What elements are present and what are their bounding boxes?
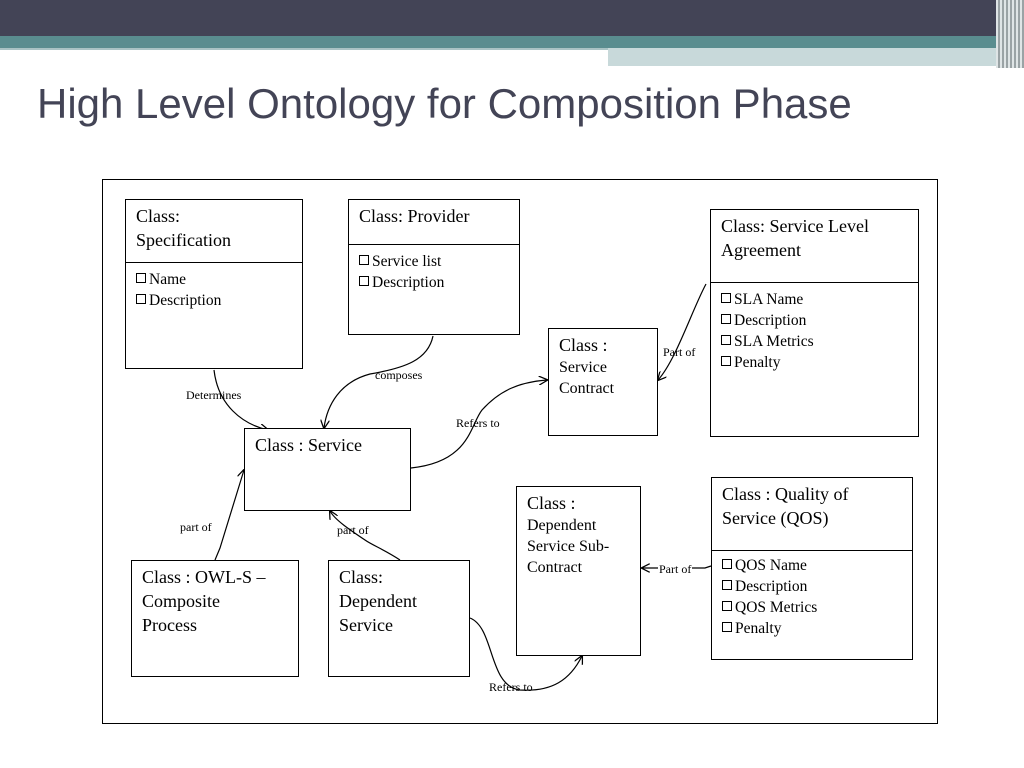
class-box-specification: Class: Specification Name Description bbox=[125, 199, 303, 369]
label-refers-to-bottom: Refers to bbox=[489, 680, 533, 694]
class-box-service: Class : Service bbox=[244, 428, 411, 511]
class-box-dependent-service-sub-contract: Class : Dependent Service Sub- Contract bbox=[516, 486, 641, 656]
class-title: Class : bbox=[559, 335, 608, 355]
class-box-owl-s-composite-process: Class : OWL-S – Composite Process bbox=[131, 560, 299, 677]
attribute-list: SLA Name Description SLA Metrics Penalty bbox=[711, 283, 918, 373]
header-bar-line bbox=[0, 48, 608, 50]
attribute-item: QOS Metrics bbox=[722, 597, 912, 618]
attribute-item: Name bbox=[136, 269, 302, 290]
class-title: Class: Dependent Service bbox=[339, 567, 417, 635]
attribute-item: Service list bbox=[359, 251, 519, 272]
box-divider bbox=[126, 262, 302, 263]
attribute-item: Description bbox=[359, 272, 519, 293]
class-box-service-contract: Class : Service Contract bbox=[548, 328, 658, 436]
header-bar-light bbox=[608, 48, 1008, 66]
class-box-dependent-service: Class: Dependent Service bbox=[328, 560, 470, 677]
header-bar-dark bbox=[0, 0, 1024, 36]
class-title: Class : Quality of Service (QOS) bbox=[722, 484, 849, 528]
label-part-of-sla: Part of bbox=[663, 345, 696, 359]
attribute-list: QOS Name Description QOS Metrics Penalty bbox=[712, 551, 912, 639]
attribute-item: Penalty bbox=[722, 618, 912, 639]
attribute-list: Service list Description bbox=[349, 245, 519, 293]
label-composes: composes bbox=[375, 368, 423, 382]
attribute-item: Penalty bbox=[721, 352, 918, 373]
header-bar-teal bbox=[0, 36, 1024, 48]
header-stripes bbox=[996, 0, 1024, 68]
box-divider bbox=[349, 244, 519, 245]
label-part-of-qos: Part of bbox=[658, 562, 693, 577]
attribute-item: Description bbox=[722, 576, 912, 597]
class-box-quality-of-service: Class : Quality of Service (QOS) QOS Nam… bbox=[711, 477, 913, 660]
class-title: Class : bbox=[527, 493, 576, 513]
class-title: Class: Provider bbox=[359, 206, 470, 226]
class-box-provider: Class: Provider Service list Description bbox=[348, 199, 520, 335]
box-divider bbox=[711, 282, 918, 283]
class-subtitle: Service Contract bbox=[559, 359, 615, 397]
label-part-of-owls: part of bbox=[180, 520, 212, 534]
class-title: Class: Specification bbox=[136, 206, 231, 250]
class-box-service-level-agreement: Class: Service Level Agreement SLA Name … bbox=[710, 209, 919, 437]
attribute-item: Description bbox=[721, 310, 918, 331]
attribute-list: Name Description bbox=[126, 263, 302, 311]
class-title: Class : Service bbox=[255, 435, 362, 455]
class-title: Class: Service Level Agreement bbox=[721, 216, 869, 260]
box-divider bbox=[712, 550, 912, 551]
attribute-item: QOS Name bbox=[722, 555, 912, 576]
class-title: Class : OWL-S – Composite Process bbox=[142, 567, 266, 635]
slide-title: High Level Ontology for Composition Phas… bbox=[37, 80, 852, 127]
attribute-item: Description bbox=[136, 290, 302, 311]
label-part-of-dependent: part of bbox=[337, 523, 369, 537]
label-refers-to-top: Refers to bbox=[456, 416, 500, 430]
class-subtitle: Dependent Service Sub- Contract bbox=[527, 517, 610, 576]
attribute-item: SLA Name bbox=[721, 289, 918, 310]
label-determines: Determines bbox=[186, 388, 242, 402]
attribute-item: SLA Metrics bbox=[721, 331, 918, 352]
diagram-frame bbox=[102, 179, 938, 724]
